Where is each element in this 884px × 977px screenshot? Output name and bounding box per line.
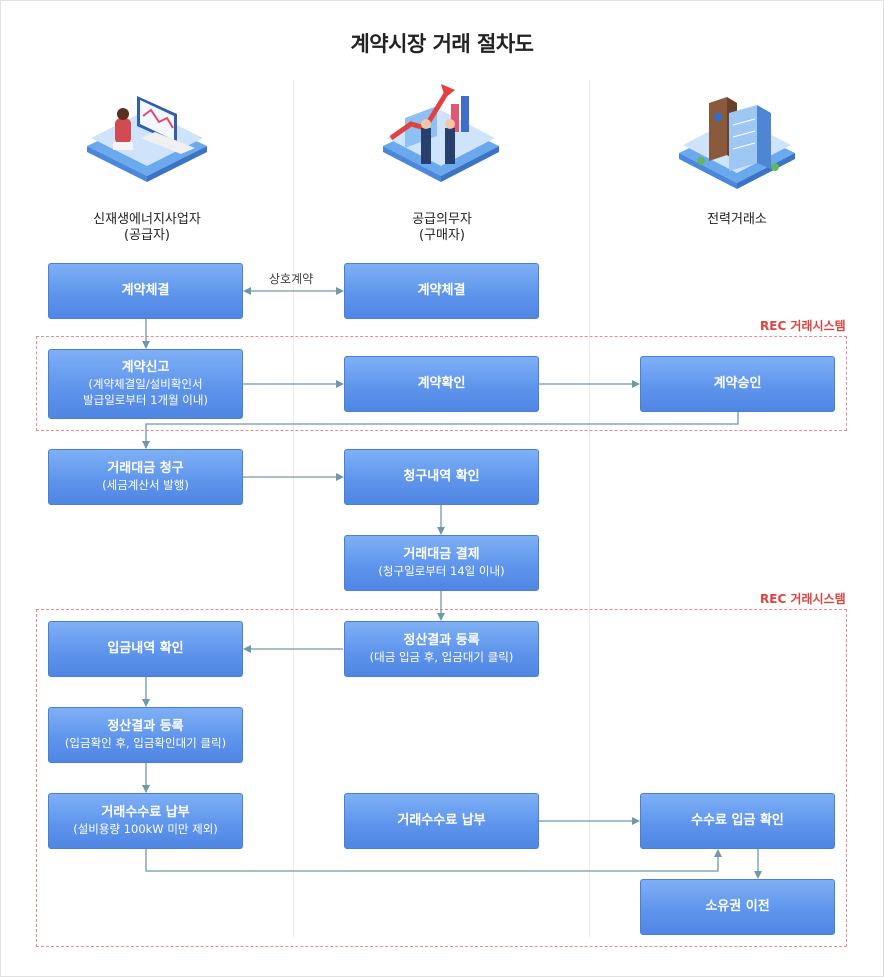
box-sub-label: (대금 입금 후, 입금대기 클릭) [369,650,514,664]
supplier-contract-box: 계약체결 [48,263,243,319]
deposit-confirm-box: 입금내역 확인 [48,621,243,677]
box-main-label: 거래대금 결제 [403,547,480,562]
box-main-label: 청구내역 확인 [403,469,480,484]
diagram-title: 계약시장 거래 절차도 [350,32,534,56]
contract-approve-box: 계약승인 [640,356,835,412]
mutual-contract-label: 상호계약 [269,272,314,286]
arrow-approve-to-payment-request [142,412,739,449]
column-divider [293,80,294,937]
exchange-illustration [679,97,795,189]
buyer-column-title: 공급의무자 [412,212,472,227]
contract-confirm-box: 계약확인 [344,356,539,412]
buyer-settlement-register-box: 정산결과 등록 (대금 입금 후, 입금대기 클릭) [344,621,539,677]
buyer-column-sub: (구매자) [418,228,466,243]
box-sub-label: (청구일로부터 14일 이내) [378,564,505,578]
box-main-label: 거래수수료 납부 [101,805,190,820]
box-main-label: 수수료 입금 확인 [691,813,784,828]
payment-settle-box: 거래대금 결제 (청구일로부터 14일 이내) [344,535,539,591]
payment-request-box: 거래대금 청구 (세금계산서 발행) [48,449,243,505]
box-main-label: 거래대금 청구 [107,461,184,476]
contract-report-box: 계약신고 (계약체결일/설비확인서 발급일로부터 1개월 이내) [48,349,243,419]
box-main-label: 계약확인 [417,376,466,391]
box-sub-label: (계약체결일/설비확인서 발급일로부터 1개월 이내) [83,377,208,407]
exchange-column-label: 전력거래소 [627,212,847,228]
request-confirm-box: 청구내역 확인 [344,449,539,505]
supplier-column-title: 신재생에너지사업자 [93,212,201,227]
buyer-contract-box: 계약체결 [344,263,539,319]
box-main-label: 계약체결 [417,283,466,298]
supplier-settlement-register-box: 정산결과 등록 (입금확인 후, 입금확인대기 클릭) [48,707,243,763]
buyer-illustration [383,84,499,182]
supplier-column-label: 신재생에너지사업자 (공급자) [37,212,257,244]
box-sub-label: (설비용량 100kW 미만 제외) [73,822,218,836]
column-divider [589,80,590,937]
buyer-column-label: 공급의무자 (구매자) [332,212,552,244]
box-sub-label: (세금계산서 발행) [102,478,189,492]
box-main-label: 계약체결 [121,283,170,298]
box-main-label: 거래수수료 납부 [397,813,486,828]
arrow-supplier-fee-to-fee-confirm [145,849,722,872]
supplier-column-sub: (공급자) [123,228,171,243]
ownership-transfer-box: 소유권 이전 [640,879,835,935]
box-main-label: 입금내역 확인 [107,641,184,656]
box-main-label: 정산결과 등록 [107,719,184,734]
exchange-column-title: 전력거래소 [707,212,767,227]
fee-confirm-box: 수수료 입금 확인 [640,793,835,849]
rec-system-region [36,336,847,431]
supplier-fee-box: 거래수수료 납부 (설비용량 100kW 미만 제외) [48,793,243,849]
box-main-label: 계약승인 [713,376,762,391]
rec-system-label: REC 거래시스템 [760,592,846,606]
box-sub-label: (입금확인 후, 입금확인대기 클릭) [64,736,227,750]
box-main-label: 계약신고 [121,360,170,375]
box-main-label: 정산결과 등록 [403,633,480,648]
rec-system-label: REC 거래시스템 [760,319,846,333]
box-main-label: 소유권 이전 [705,899,770,914]
buyer-fee-box: 거래수수료 납부 [344,793,539,849]
supplier-illustration [87,96,207,182]
